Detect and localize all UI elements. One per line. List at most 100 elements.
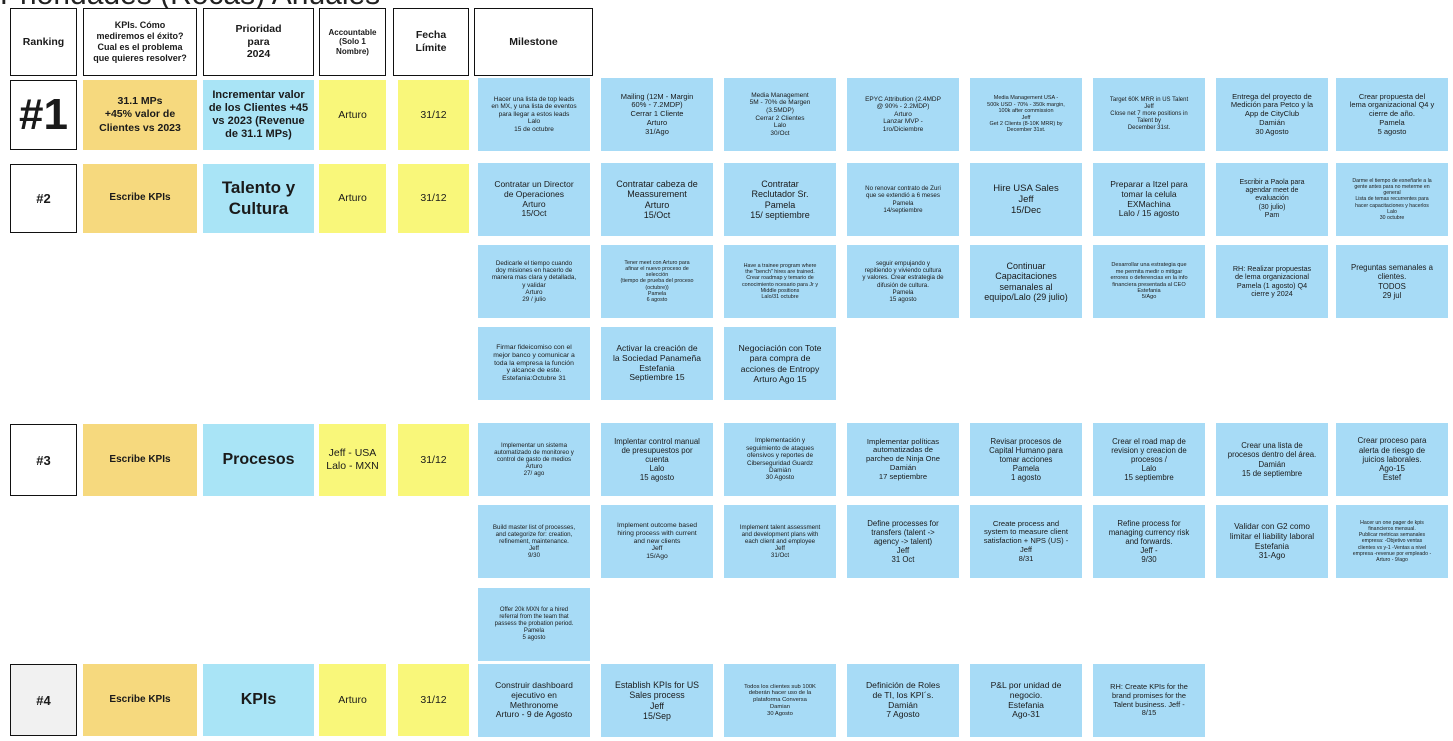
milestone-note[interactable]: Implementar un sistema automatizado de m… — [478, 423, 590, 496]
milestone-note[interactable]: Media Management 5M - 70% de Margen (3.5… — [724, 78, 836, 151]
milestone-note[interactable]: Definición de Roles de TI, los KPI´s. Da… — [847, 664, 959, 737]
milestone-note[interactable]: Crear propuesta del lema organizacional … — [1336, 78, 1448, 151]
milestone-note[interactable]: Implement outcome based hiring process w… — [601, 505, 713, 578]
priority-note[interactable]: KPIs — [203, 664, 314, 736]
milestone-note[interactable]: Contratar un Director de Operaciones Art… — [478, 163, 590, 236]
deadline-note[interactable]: 31/12 — [398, 164, 469, 233]
milestone-text: Build master list of processes, and cate… — [492, 523, 576, 560]
header-priority-text: Prioridad para 2024 — [235, 23, 282, 61]
milestone-note[interactable]: Negociación con Tote para compra de acci… — [724, 327, 836, 400]
milestone-text: Target 60K MRR in US Talent Jeff Close n… — [1109, 97, 1189, 131]
accountable-text: Arturo — [338, 108, 367, 121]
deadline-note[interactable]: 31/12 — [398, 664, 469, 736]
milestone-note[interactable]: seguir empujando y repitiendo y viviendo… — [847, 245, 959, 318]
accountable-note[interactable]: Arturo — [319, 80, 386, 150]
deadline-text: 31/12 — [420, 453, 447, 466]
header-kpis: KPIs. Cómo mediremos el éxito? Cual es e… — [83, 8, 197, 76]
milestone-note[interactable]: Create process and system to measure cli… — [970, 505, 1082, 578]
milestone-note[interactable]: Implementación y seguimiento de ataques … — [724, 423, 836, 496]
deadline-note[interactable]: 31/12 — [398, 424, 469, 496]
priority-text: Talento y Cultura — [221, 178, 296, 218]
milestone-note[interactable]: Tener meet con Arturo para afinar el nue… — [601, 245, 713, 318]
milestone-note[interactable]: Mailing (12M - Margin 60% - 7.2MDP) Cerr… — [601, 78, 713, 151]
milestone-note[interactable]: Hacer una lista de top leads en MX, y un… — [478, 78, 590, 151]
milestone-text: Tener meet con Arturo para afinar el nue… — [620, 259, 694, 304]
rank-label: #1 — [19, 90, 68, 139]
milestone-note[interactable]: Contratar cabeza de Meassurement Arturo … — [601, 163, 713, 236]
milestone-note[interactable]: Dedicarle el tiempo cuando doy misiones … — [478, 245, 590, 318]
header-deadline: Fecha Límite — [393, 8, 469, 76]
milestone-note[interactable]: Media Management USA - 500k USD - 70% - … — [970, 78, 1082, 151]
milestone-note[interactable]: EPYC Attribution (2.4MDP @ 90% - 2.2MDP)… — [847, 78, 959, 151]
kpi-text: 31.1 MPs +45% valor de Clientes vs 2023 — [99, 95, 181, 134]
priority-note[interactable]: Procesos — [203, 424, 314, 496]
rank-label: #3 — [36, 452, 51, 468]
milestone-text: Negociación con Tote para compra de acci… — [738, 343, 822, 384]
milestone-note[interactable]: Crear una lista de procesos dentro del á… — [1216, 423, 1328, 496]
milestone-text: Implement outcome based hiring process w… — [616, 521, 698, 561]
milestone-note[interactable]: Crear proceso para alerta de riesgo de j… — [1336, 423, 1448, 496]
rank-cell: #1 — [10, 80, 77, 150]
accountable-note[interactable]: Jeff - USA Lalo - MXN — [319, 424, 386, 496]
milestone-note[interactable]: Crear el road map de revision y creacion… — [1093, 423, 1205, 496]
milestone-text: Implentar control manual de presupuestos… — [614, 436, 700, 483]
milestone-text: Offer 20k MXN for a hired referral from … — [494, 607, 574, 641]
milestone-text: Hacer un one pager de kpis financieros m… — [1352, 520, 1432, 563]
milestone-note[interactable]: Revisar procesos de Capital Humano para … — [970, 423, 1082, 496]
header-ranking: Ranking — [10, 8, 77, 76]
priority-note[interactable]: Incrementar valor de los Clientes +45 vs… — [203, 80, 314, 150]
milestone-text: Hire USA Sales Jeff 15/Dec — [993, 182, 1059, 216]
milestone-note[interactable]: Preparar a Itzel para tomar la celula EX… — [1093, 163, 1205, 236]
milestone-note[interactable]: Escribir a Paola para agendar meet de ev… — [1216, 163, 1328, 236]
milestone-text: Implementar un sistema automatizado de m… — [494, 441, 574, 478]
milestone-note[interactable]: Firmar fideicomiso con el mejor banco y … — [478, 327, 590, 400]
kpi-note[interactable]: Escribe KPIs — [83, 164, 197, 233]
deadline-note[interactable]: 31/12 — [398, 80, 469, 150]
milestone-text: Hacer una lista de top leads en MX, y un… — [491, 95, 577, 133]
deadline-text: 31/12 — [420, 693, 447, 706]
milestone-note[interactable]: Darme el tiempo de esneñarle a la gente … — [1336, 163, 1448, 236]
milestone-text: Media Management USA - 500k USD - 70% - … — [987, 95, 1065, 134]
milestone-note[interactable]: Entrega del proyecto de Medición para Pe… — [1216, 78, 1328, 151]
milestone-text: Construir dashboard ejecutivo en Methron… — [495, 679, 573, 720]
milestone-note[interactable]: Target 60K MRR in US Talent Jeff Close n… — [1093, 78, 1205, 151]
accountable-note[interactable]: Arturo — [319, 664, 386, 736]
milestone-note[interactable]: Construir dashboard ejecutivo en Methron… — [478, 664, 590, 737]
milestone-note[interactable]: Have a trainee program where the "bench"… — [724, 245, 836, 318]
priority-note[interactable]: Talento y Cultura — [203, 164, 314, 233]
kpi-note[interactable]: 31.1 MPs +45% valor de Clientes vs 2023 — [83, 80, 197, 150]
milestone-note[interactable]: Refine process for managing currency ris… — [1093, 505, 1205, 578]
milestone-text: RH: Realizar propuestas de lema organiza… — [1232, 263, 1312, 298]
milestone-text: EPYC Attribution (2.4MDP @ 90% - 2.2MDP)… — [865, 95, 941, 133]
milestone-note[interactable]: Establish KPIs for US Sales process Jeff… — [601, 664, 713, 737]
milestone-note[interactable]: Hire USA Sales Jeff 15/Dec — [970, 163, 1082, 236]
milestone-text: Definición de Roles de TI, los KPI´s. Da… — [865, 679, 941, 720]
milestone-note[interactable]: Implentar control manual de presupuestos… — [601, 423, 713, 496]
milestone-note[interactable]: Implementar políticas automatizadas de p… — [847, 423, 959, 496]
milestone-note[interactable]: RH: Create KPIs for the brand promises f… — [1093, 664, 1205, 737]
kpi-text: Escribe KPIs — [109, 453, 171, 465]
milestone-note[interactable]: Offer 20k MXN for a hired referral from … — [478, 588, 590, 661]
milestone-text: Crear el road map de revision y creacion… — [1111, 436, 1187, 483]
milestone-text: Create process and system to measure cli… — [983, 518, 1069, 563]
milestone-note[interactable]: Define processes for transfers (talent -… — [847, 505, 959, 578]
milestone-note[interactable]: Validar con G2 como limitar el liability… — [1216, 505, 1328, 578]
milestone-text: Preguntas semanales a clientes. TODOS 29… — [1351, 263, 1433, 300]
milestone-note[interactable]: Continuar Capacitaciones semanales al eq… — [970, 245, 1082, 318]
accountable-note[interactable]: Arturo — [319, 164, 386, 233]
milestone-note[interactable]: Hacer un one pager de kpis financieros m… — [1336, 505, 1448, 578]
milestone-note[interactable]: RH: Realizar propuestas de lema organiza… — [1216, 245, 1328, 318]
milestone-note[interactable]: Implement talent assessment and developm… — [724, 505, 836, 578]
milestone-note[interactable]: P&L por unidad de negocio. Estefania Ago… — [970, 664, 1082, 737]
milestone-note[interactable]: No renovar contrato de Zuri que se exten… — [847, 163, 959, 236]
milestone-note[interactable]: Preguntas semanales a clientes. TODOS 29… — [1336, 245, 1448, 318]
milestone-text: Define processes for transfers (talent -… — [867, 518, 939, 565]
milestone-note[interactable]: Build master list of processes, and cate… — [478, 505, 590, 578]
milestone-note[interactable]: Todos los clientes sub 100K deberán hace… — [724, 664, 836, 737]
milestone-note[interactable]: Activar la creación de la Sociedad Panam… — [601, 327, 713, 400]
kpi-note[interactable]: Escribe KPIs — [83, 424, 197, 496]
milestone-note[interactable]: Desarrollar una estrategia que me permit… — [1093, 245, 1205, 318]
milestone-text: seguir empujando y repitiendo y viviendo… — [862, 259, 944, 303]
kpi-note[interactable]: Escribe KPIs — [83, 664, 197, 736]
milestone-note[interactable]: Contratar Reclutador Sr. Pamela 15/ sept… — [724, 163, 836, 236]
